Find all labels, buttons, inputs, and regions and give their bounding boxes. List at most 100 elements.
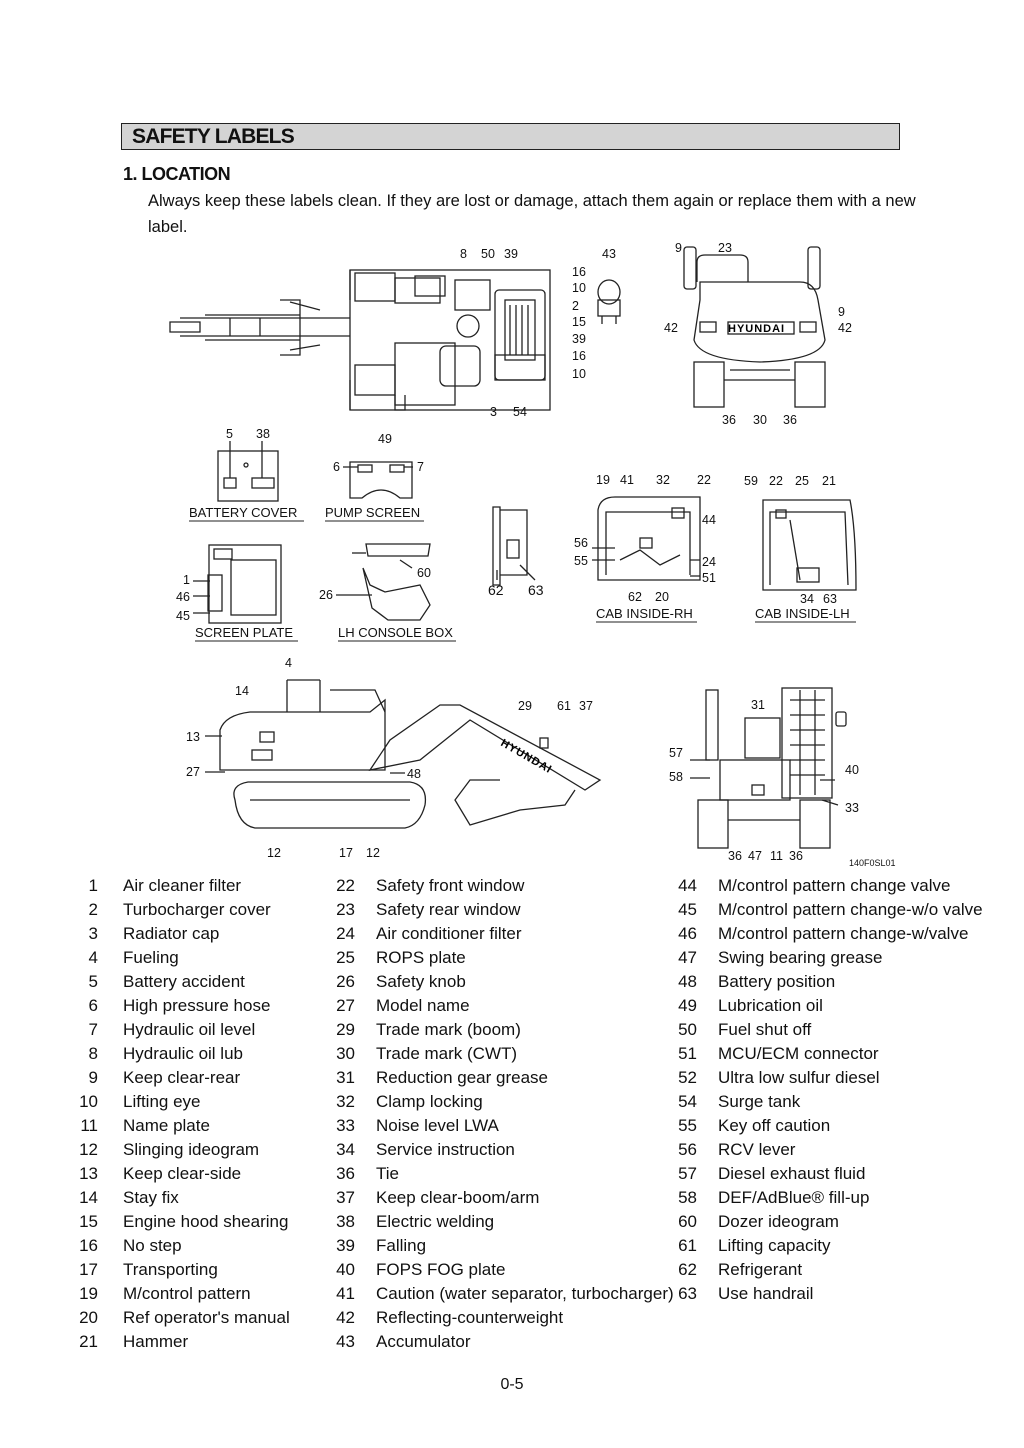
label-name: Clamp locking — [376, 1092, 483, 1111]
label-name: No step — [123, 1236, 182, 1255]
label-name: Noise level LWA — [376, 1116, 499, 1135]
page-number: 0-5 — [500, 1376, 524, 1393]
subheading: 1. LOCATION — [123, 164, 231, 184]
screen-plate-drawing — [193, 544, 282, 624]
label-number: 58 — [678, 1188, 697, 1207]
label-name: Hammer — [123, 1332, 189, 1351]
callout-rear-top: 23 — [718, 241, 732, 255]
callout-pump-screen: 6 — [333, 460, 340, 474]
label-name: DEF/AdBlue® fill-up — [718, 1188, 870, 1207]
callout-pump-screen: 49 — [378, 432, 392, 446]
label-name: Safety knob — [376, 972, 466, 991]
callout-side: 14 — [235, 684, 249, 698]
callout-top: 54 — [513, 405, 527, 419]
label-number: 5 — [88, 972, 98, 991]
label-number: 6 — [88, 996, 98, 1015]
label-name: Safety rear window — [376, 900, 521, 919]
callout-top: 50 — [481, 247, 495, 261]
label-name: Diesel exhaust fluid — [718, 1164, 866, 1183]
small-panel-drawing — [492, 506, 536, 586]
label-name: ROPS plate — [376, 948, 466, 967]
callout-top: 16 — [572, 265, 586, 279]
label-number: 2 — [88, 900, 98, 919]
callout-rear-top: 42 — [664, 321, 678, 335]
top-view-drawing — [169, 269, 551, 411]
label-name: M/control pattern change-w/o valve — [718, 900, 983, 919]
label-number: 27 — [336, 996, 355, 1015]
label-name: Trade mark (CWT) — [376, 1044, 518, 1063]
callout-side: 27 — [186, 765, 200, 779]
label-name: Reflecting-counterweight — [376, 1308, 564, 1327]
callout-rear-bottom: 47 — [748, 849, 762, 863]
callout-cab-rh: 32 — [656, 473, 670, 487]
label-name: Model name — [376, 996, 470, 1015]
label-number: 30 — [336, 1044, 355, 1063]
label-number: 57 — [678, 1164, 697, 1183]
label-name: Name plate — [123, 1116, 210, 1135]
label-number: 38 — [336, 1212, 355, 1231]
caption-cab-inside-lh: CAB INSIDE-LH — [755, 606, 850, 621]
label-number: 39 — [336, 1236, 355, 1255]
label-name: Swing bearing grease — [718, 948, 883, 967]
label-name: Accumulator — [376, 1332, 471, 1351]
brand-boom: HYUNDAI — [499, 737, 554, 776]
label-number: 1 — [88, 876, 98, 895]
callout-top: 10 — [572, 281, 586, 295]
callout-side: 29 — [518, 699, 532, 713]
label-number: 56 — [678, 1140, 697, 1159]
label-name: Turbocharger cover — [123, 900, 271, 919]
label-number: 8 — [88, 1044, 98, 1063]
callout-side: 48 — [407, 767, 421, 781]
pump-screen-drawing — [343, 461, 413, 499]
label-name: Ultra low sulfur diesel — [718, 1068, 880, 1087]
label-name: M/control pattern change-w/valve — [718, 924, 969, 943]
label-name: Electric welding — [376, 1212, 495, 1231]
label-number: 4 — [88, 948, 98, 967]
callout-rear-bottom: 40 — [845, 763, 859, 777]
label-number: 63 — [678, 1284, 697, 1303]
label-name: FOPS FOG plate — [376, 1260, 506, 1279]
callout-rear-bottom: 36 — [728, 849, 742, 863]
label-name: RCV lever — [718, 1140, 796, 1159]
label-number: 40 — [336, 1260, 355, 1279]
label-number: 31 — [336, 1068, 355, 1087]
label-name: Surge tank — [718, 1092, 801, 1111]
label-number: 20 — [79, 1308, 98, 1327]
label-number: 3 — [88, 924, 98, 943]
callout-rear-bottom: 36 — [789, 849, 803, 863]
callout-rear-bottom: 11 — [770, 849, 783, 863]
caption-battery-cover: BATTERY COVER — [189, 505, 297, 520]
callout-top: 39 — [572, 332, 586, 346]
callout-cab-rh: 41 — [620, 473, 634, 487]
label-number: 48 — [678, 972, 697, 991]
callout-rear-top: 9 — [838, 305, 845, 319]
caption-pump-screen: PUMP SCREEN — [325, 505, 420, 520]
caption-cab-inside-rh: CAB INSIDE-RH — [596, 606, 693, 621]
label-number: 25 — [336, 948, 355, 967]
label-number: 32 — [336, 1092, 355, 1111]
callout-cab-rh: 22 — [697, 473, 711, 487]
callout-top: 16 — [572, 349, 586, 363]
label-number: 26 — [336, 972, 355, 991]
callout-rear-top: 9 — [675, 241, 682, 255]
label-number: 51 — [678, 1044, 697, 1063]
label-name: Reduction gear grease — [376, 1068, 549, 1087]
label-number: 15 — [79, 1212, 98, 1231]
label-number: 13 — [79, 1164, 98, 1183]
label-number: 50 — [678, 1020, 697, 1039]
label-number: 47 — [678, 948, 697, 967]
label-name: M/control pattern — [123, 1284, 251, 1303]
label-name: M/control pattern change valve — [718, 876, 951, 895]
label-name: Air cleaner filter — [123, 876, 242, 895]
callout-cab-rh: 56 — [574, 536, 588, 550]
callout-rear-bottom: 33 — [845, 801, 859, 815]
intro-text: Always keep these labels clean. If they … — [148, 192, 916, 236]
label-name: Keep clear-boom/arm — [376, 1188, 540, 1207]
label-name: Transporting — [123, 1260, 218, 1279]
callout-side: 4 — [285, 656, 292, 670]
label-name: Battery accident — [123, 972, 245, 991]
label-name: Caution (water separator, turbocharger) — [376, 1284, 674, 1303]
label-number: 16 — [79, 1236, 98, 1255]
label-number: 44 — [678, 876, 697, 895]
label-name: Hydraulic oil level — [123, 1020, 256, 1039]
